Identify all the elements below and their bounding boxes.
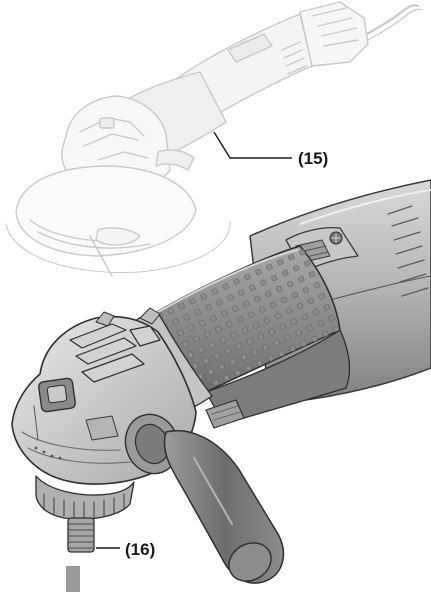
callout-15: (15)	[298, 149, 329, 168]
callout-16: (16)	[125, 540, 156, 559]
background-grinder-overview	[5, 1, 423, 277]
foreground-grinder	[11, 179, 431, 584]
spindle-indicator-bar	[66, 566, 80, 592]
leader-line-15	[213, 131, 292, 159]
